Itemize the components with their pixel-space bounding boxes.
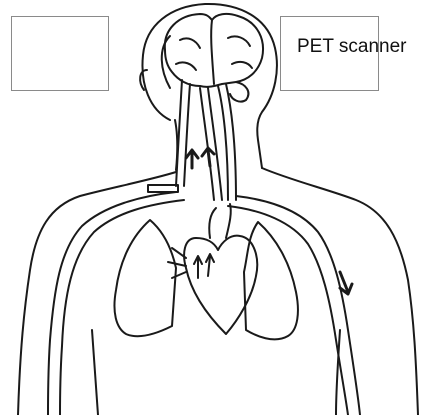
- label-box-right-text: PET scanner: [281, 10, 406, 83]
- cerebellum: [230, 82, 248, 102]
- neck-vessel-3: [200, 88, 214, 200]
- heart-inner-arrows: [194, 254, 214, 278]
- torso-right: [262, 168, 418, 415]
- label-box-right[interactable]: PET scanner: [280, 16, 379, 91]
- lung-right: [244, 222, 298, 339]
- brain-fold-3: [176, 62, 196, 70]
- label-box-left-text: [12, 10, 108, 83]
- heart-vessel-top: [209, 204, 231, 238]
- left-arm-vessel-2: [60, 200, 184, 415]
- down-arrow: [340, 272, 352, 294]
- arm-left-inner: [92, 330, 98, 415]
- label-box-left[interactable]: [11, 16, 109, 91]
- brain-fold-1: [180, 38, 200, 48]
- brain-midline: [211, 20, 214, 84]
- brain-fold-2: [228, 36, 250, 46]
- lung-left: [114, 220, 176, 336]
- brain-fold-4: [232, 62, 252, 68]
- torso-left: [18, 172, 176, 415]
- neck-vessel-4: [208, 88, 222, 200]
- up-arrow-1: [186, 150, 198, 168]
- neck-vessel-2: [184, 84, 190, 186]
- up-arrow-2: [202, 148, 214, 166]
- shoulder-stub: [148, 185, 178, 192]
